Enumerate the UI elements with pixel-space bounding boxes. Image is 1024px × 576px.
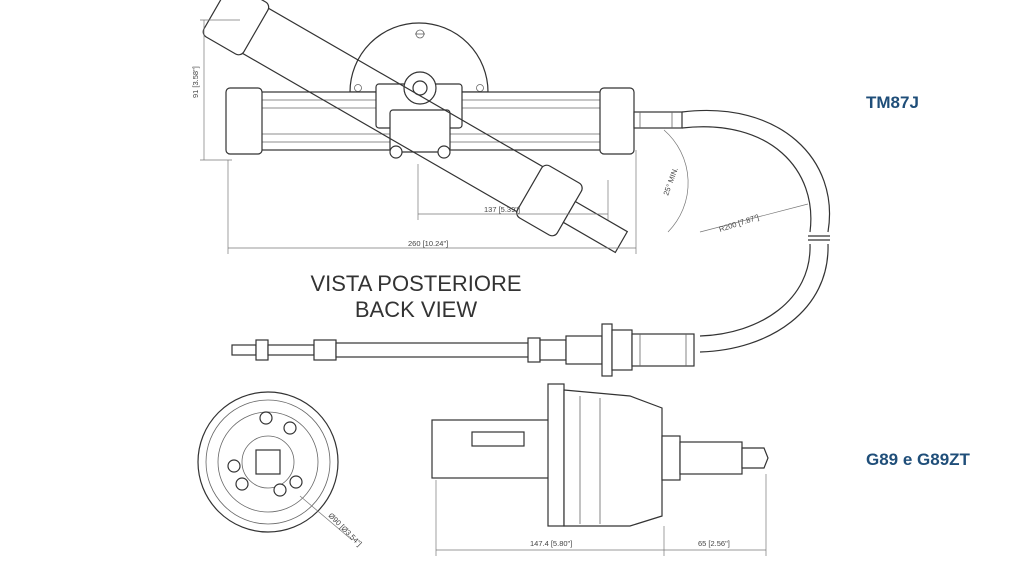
view-title-line1: VISTA POSTERIORE [310, 271, 521, 296]
dim-height-top: 91 [3.58"] [191, 66, 200, 98]
dim-147: 147.4 [5.80"] [530, 539, 572, 548]
dim-137: 137 [5.39"] [484, 205, 520, 214]
dim-260: 260 [10.24"] [408, 239, 448, 248]
cable-end-rod [231, 323, 695, 377]
top-dimensions [200, 19, 809, 254]
cylinder-top-view [202, 0, 683, 254]
dim-angle-min: 25° MIN. [661, 166, 679, 197]
helm-back-view [197, 391, 353, 541]
model-label-bottom: G89 e G89ZT [866, 450, 971, 469]
dim-65: 65 [2.56"] [698, 539, 730, 548]
dim-diameter: Ø90 [Ø3.54"] [327, 511, 364, 548]
helm-side-view [431, 383, 769, 556]
view-title-line2: BACK VIEW [355, 297, 477, 322]
dim-radius: R200 [7.87"] [718, 213, 760, 234]
steering-cable [681, 110, 830, 353]
model-label-top: TM87J [866, 93, 919, 112]
